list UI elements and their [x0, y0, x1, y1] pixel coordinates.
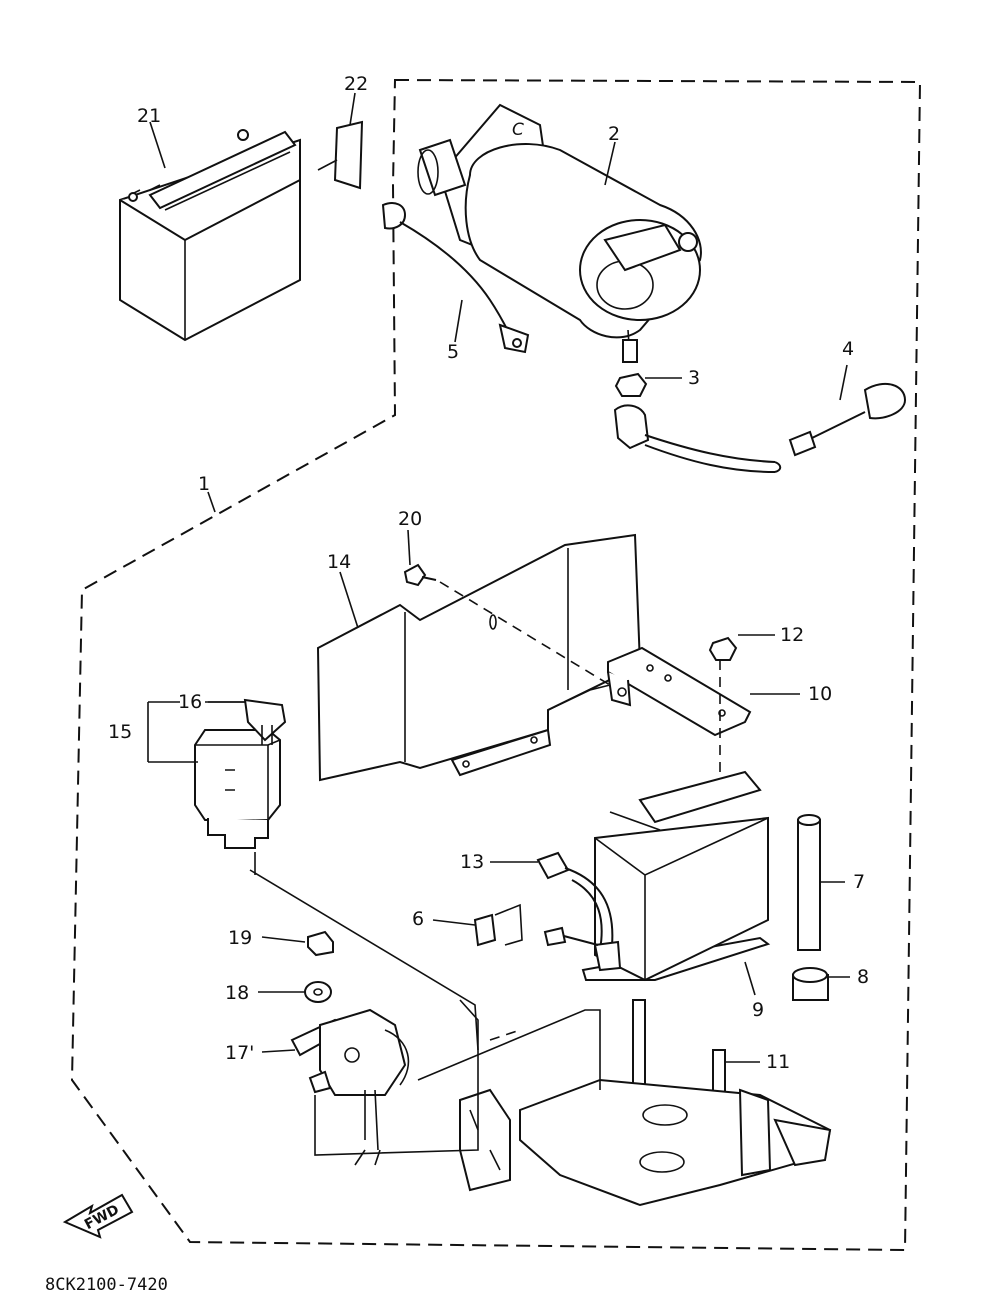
pad — [473, 913, 497, 947]
callout-17: 17' — [225, 1042, 254, 1064]
washer — [304, 981, 332, 1003]
starter-cable — [381, 202, 530, 354]
callout-6: 6 — [412, 908, 424, 930]
starter-mark: C — [512, 120, 524, 140]
callout-7: 7 — [853, 871, 865, 893]
collar — [797, 814, 821, 951]
callout-16: 16 — [178, 691, 202, 713]
base-bracket — [459, 1078, 832, 1207]
flange-nut — [708, 636, 738, 661]
callout-12: 12 — [780, 624, 804, 646]
callout-21: 21 — [137, 105, 161, 127]
mount-bracket — [607, 646, 752, 737]
assembly-boundary — [70, 78, 922, 1252]
battery — [119, 129, 301, 342]
callout-15: 15 — [108, 721, 132, 743]
sub-bracket — [290, 1008, 410, 1166]
starter-relay — [194, 729, 281, 849]
callout-4: 4 — [842, 338, 854, 360]
plug-lead — [613, 382, 907, 473]
bracket-plate — [316, 533, 642, 782]
starter-motor — [417, 103, 702, 363]
battery-label — [333, 120, 364, 190]
leader-lines — [149, 92, 850, 1063]
callout-14: 14 — [327, 551, 351, 573]
fwd-arrow: FWD — [62, 1193, 134, 1239]
ignition-unit — [581, 770, 771, 982]
callout-3: 3 — [688, 367, 700, 389]
callout-18: 18 — [225, 982, 249, 1004]
callout-2: 2 — [608, 123, 620, 145]
nut — [614, 372, 648, 397]
callout-19: 19 — [228, 927, 252, 949]
bushing — [307, 930, 334, 957]
callout-5: 5 — [447, 341, 459, 363]
callout-1: 1 — [198, 473, 210, 495]
grommet — [792, 967, 829, 1001]
callout-9: 9 — [752, 999, 764, 1021]
callout-11: 11 — [766, 1051, 790, 1073]
callout-10: 10 — [808, 683, 832, 705]
callout-13: 13 — [460, 851, 484, 873]
diagram-code: 8CK2100-7420 — [45, 1275, 168, 1295]
callout-20: 20 — [398, 508, 422, 530]
callout-22: 22 — [344, 73, 368, 95]
callout-8: 8 — [857, 966, 869, 988]
bolt — [403, 563, 427, 587]
connector — [536, 851, 622, 972]
callout-labels: 21 22 2 3 4 5 1 20 14 12 10 16 15 13 7 6… — [108, 73, 869, 1073]
fuse — [243, 698, 287, 745]
